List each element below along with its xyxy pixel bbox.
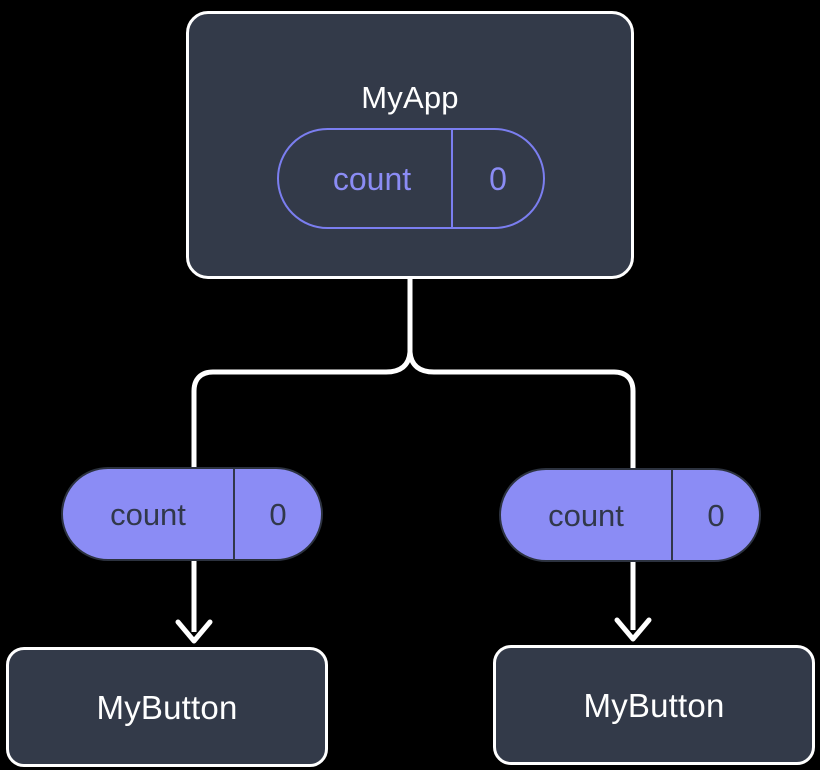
component-card-mybutton-1[interactable]: MyButton: [493, 645, 815, 765]
state-pill-child-1[interactable]: count 0: [499, 468, 761, 562]
state-pill-child-0[interactable]: count 0: [61, 467, 323, 561]
state-pill-child-1-key: count: [501, 470, 673, 560]
component-title-mybutton-1: MyButton: [583, 686, 725, 724]
edge-fork-right: [407, 351, 636, 468]
state-pill-child-1-value: 0: [707, 497, 725, 533]
component-card-mybutton-0[interactable]: MyButton: [6, 647, 328, 767]
state-pill-root-key: count: [279, 130, 453, 227]
arrowhead-left: [175, 619, 213, 644]
component-title-mybutton-0: MyButton: [96, 688, 238, 726]
state-pill-root[interactable]: count 0: [277, 128, 545, 229]
edge-fork-left: [191, 351, 413, 468]
state-pill-root-value: 0: [489, 160, 507, 197]
state-pill-child-0-value: 0: [269, 496, 287, 532]
state-pill-child-0-key: count: [63, 469, 235, 559]
arrowhead-right: [614, 617, 652, 642]
component-title-myapp: MyApp: [361, 80, 459, 115]
